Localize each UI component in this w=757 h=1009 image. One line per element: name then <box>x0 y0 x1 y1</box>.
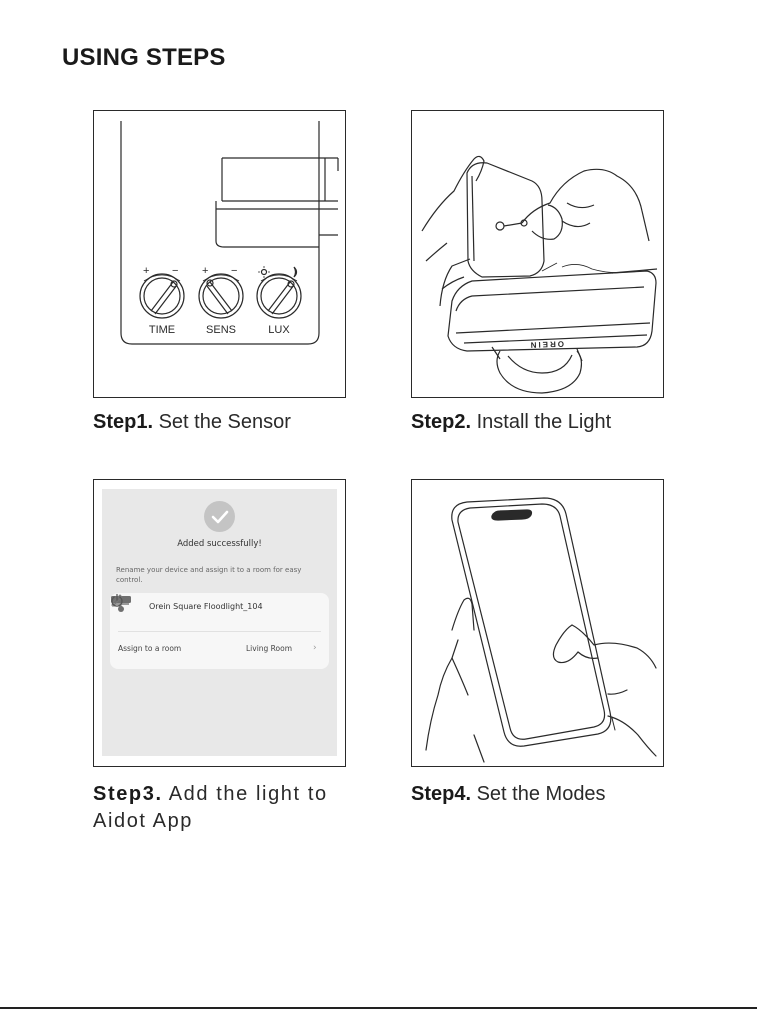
step3-caption: Step3. Add the light to Aidot App <box>93 781 353 835</box>
step2-text: Install the Light <box>477 411 612 433</box>
time-dial <box>140 274 184 318</box>
moon-icon <box>294 267 297 277</box>
page-title: USING STEPS <box>62 44 226 72</box>
minus-icon: − <box>231 265 237 277</box>
step4-text: Set the Modes <box>477 783 606 805</box>
sens-dial <box>199 274 243 318</box>
dial-label-time: TIME <box>149 324 175 336</box>
step1-illustration: + − + − TIME SENS LUX <box>93 110 346 398</box>
sensor-dials-drawing: + − + − TIME SENS LUX <box>94 111 346 398</box>
device-name[interactable]: Orein Square Floodlight_104 <box>149 601 269 612</box>
success-title: Added successfully! <box>102 539 337 549</box>
install-light-drawing: OREIN <box>412 111 664 398</box>
phone-hands-drawing <box>412 480 664 767</box>
power-icon[interactable] <box>110 593 124 607</box>
check-icon <box>204 501 235 532</box>
step3-label: Step3. <box>93 783 163 805</box>
plus-icon: + <box>202 265 208 277</box>
step4-label: Step4. <box>411 783 471 805</box>
step1-label: Step1. <box>93 411 153 433</box>
step2-label: Step2. <box>411 411 471 433</box>
plus-icon: + <box>143 265 149 277</box>
dial-label-sens: SENS <box>206 324 236 336</box>
step3-illustration: Added successfully! Rename your device a… <box>93 479 346 767</box>
step4-illustration <box>411 479 664 767</box>
lux-dial <box>257 274 301 318</box>
assign-room-label[interactable]: Assign to a room <box>118 644 181 653</box>
dial-label-lux: LUX <box>268 324 290 336</box>
step1-text: Set the Sensor <box>159 411 291 433</box>
brand-mark: OREIN <box>529 339 565 349</box>
minus-icon: − <box>172 265 178 277</box>
chevron-right-icon[interactable]: › <box>313 643 317 653</box>
success-badge <box>204 501 235 532</box>
step2-illustration: OREIN <box>411 110 664 398</box>
card-divider <box>118 631 321 632</box>
step4-caption: Step4. Set the Modes <box>411 781 671 808</box>
step1-caption: Step1. Set the Sensor <box>93 409 353 436</box>
app-screenshot: Added successfully! Rename your device a… <box>102 489 337 756</box>
step2-caption: Step2. Install the Light <box>411 409 671 436</box>
rename-instruction: Rename your device and assign it to a ro… <box>116 565 328 585</box>
device-card: Orein Square Floodlight_104 Assign to a … <box>110 593 329 669</box>
room-value[interactable]: Living Room <box>246 644 292 653</box>
